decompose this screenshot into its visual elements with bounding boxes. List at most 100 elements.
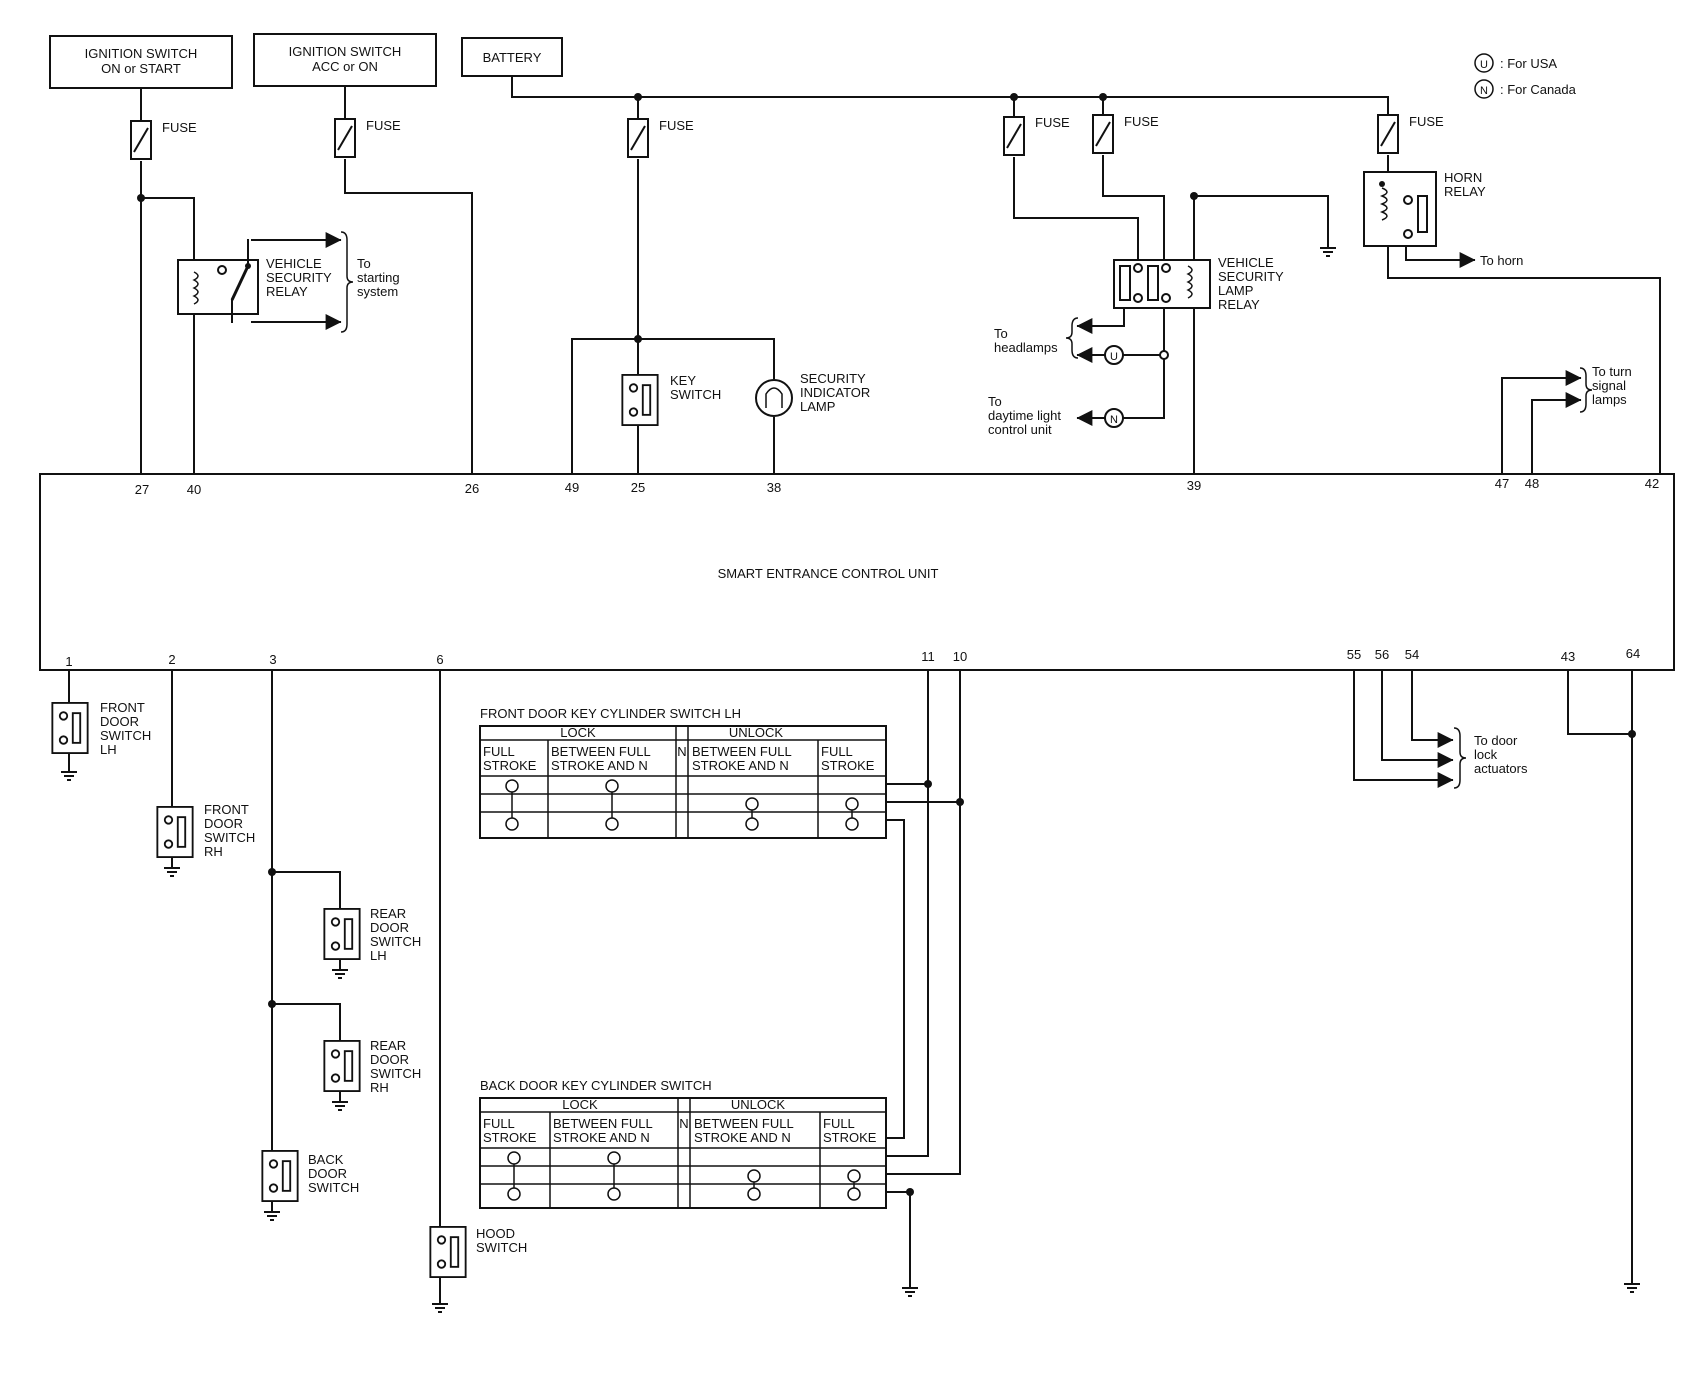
fdslh-2: DOOR [100, 714, 139, 729]
bds-3: SWITCH [308, 1180, 359, 1195]
vslr-line1: VEHICLE [1218, 255, 1274, 270]
daytime-line2: daytime light [988, 408, 1061, 423]
turn-line2: signal [1592, 378, 1626, 393]
front-n: N [677, 744, 686, 759]
front-c4-1: FULL [821, 744, 853, 759]
vehicle-security-lamp-relay: VEHICLE SECURITY LAMP RELAY [1113, 255, 1284, 312]
pin-48: 48 [1525, 476, 1539, 491]
door-lock-output: To door lock actuators [1453, 727, 1528, 789]
ground-icon [331, 1101, 349, 1111]
fuse-label-3: FUSE [659, 118, 694, 133]
fuse-icon [627, 118, 649, 158]
headlamps-line1: To [994, 326, 1008, 341]
fuses: FUSE FUSE FUSE FUSE FUSE FUSE [130, 114, 1444, 160]
pin-54: 54 [1405, 647, 1419, 662]
fuse-label-4: FUSE [1035, 115, 1070, 130]
wires-bottom [68, 669, 1633, 1305]
starting-line2: starting [357, 270, 400, 285]
back-c3-1: BETWEEN FULL [694, 1116, 794, 1131]
door-switch-icon [323, 1039, 361, 1093]
rdslh-1: REAR [370, 906, 406, 921]
junctions-bottom [268, 730, 1636, 1196]
front-key-cylinder-table: FRONT DOOR KEY CYLINDER SWITCH LH LOCK U… [479, 706, 887, 839]
door-lock-line3: actuators [1474, 761, 1528, 776]
horn-relay: HORN RELAY To horn [1363, 170, 1523, 268]
horn-relay-line2: RELAY [1444, 184, 1486, 199]
front-table-title: FRONT DOOR KEY CYLINDER SWITCH LH [480, 706, 741, 721]
front-door-switch-rh: FRONT DOOR SWITCH RH [156, 802, 255, 859]
headlamps-line2: headlamps [994, 340, 1058, 355]
ign-acc-on-line2: ACC or ON [312, 59, 378, 74]
ground-icon [1623, 1283, 1641, 1293]
rdslh-4: LH [370, 948, 387, 963]
rear-door-switch-lh: REAR DOOR SWITCH LH [323, 906, 421, 963]
fuse-icon [130, 120, 152, 160]
front-c2-2: STROKE AND N [551, 758, 648, 773]
back-c1-2: STROKE [483, 1130, 537, 1145]
pin-2: 2 [168, 652, 175, 667]
lamp-outputs: To headlamps U N To daytime light contro… [988, 317, 1169, 437]
sil-line2: INDICATOR [800, 385, 870, 400]
rdslh-2: DOOR [370, 920, 409, 935]
grounds-bottom [60, 771, 1641, 1313]
rdsrh-4: RH [370, 1080, 389, 1095]
arrows-top [251, 232, 1582, 408]
ground-lamp-relay [1319, 247, 1337, 257]
door-switch-icon [261, 1149, 299, 1203]
pin-11: 11 [921, 649, 935, 664]
ign-acc-on-line1: IGNITION SWITCH [289, 44, 402, 59]
vsr-line1: VEHICLE [266, 256, 322, 271]
pin-56: 56 [1375, 647, 1389, 662]
hood-switch-icon [429, 1225, 467, 1279]
n-marker: N [1110, 414, 1118, 426]
key-switch-line2: SWITCH [670, 387, 721, 402]
legend-canada-symbol: N [1480, 85, 1488, 97]
door-lock-line1: To door [1474, 733, 1518, 748]
bds-1: BACK [308, 1152, 344, 1167]
security-indicator-lamp: SECURITY INDICATOR LAMP [755, 371, 870, 417]
ground-icon [60, 771, 78, 781]
back-key-cylinder-table: BACK DOOR KEY CYLINDER SWITCH LOCK UNLOC… [479, 1078, 887, 1209]
sil-line3: LAMP [800, 399, 835, 414]
pin-64: 64 [1626, 646, 1640, 661]
front-c1-1: FULL [483, 744, 515, 759]
control-unit-name: SMART ENTRANCE CONTROL UNIT [718, 566, 939, 581]
ground-icon [331, 969, 349, 979]
fuse-label-1: FUSE [162, 120, 197, 135]
back-n: N [679, 1116, 688, 1131]
fuse-label-5: FUSE [1124, 114, 1159, 129]
pin-27: 27 [135, 482, 149, 497]
pin-1: 1 [65, 654, 72, 669]
ground-icon [901, 1287, 919, 1297]
bds-2: DOOR [308, 1166, 347, 1181]
back-c4-2: STROKE [823, 1130, 877, 1145]
battery-box: BATTERY [461, 37, 563, 77]
pin-39: 39 [1187, 478, 1201, 493]
ignition-acc-on-box: IGNITION SWITCH ACC or ON [253, 33, 437, 87]
back-c2-2: STROKE AND N [553, 1130, 650, 1145]
starting-line3: system [357, 284, 398, 299]
fuse-icon [1377, 114, 1399, 154]
hood-switch: HOOD SWITCH [429, 1225, 527, 1279]
arrows-bottom [1353, 732, 1454, 788]
pin-38: 38 [767, 480, 781, 495]
fdslh-1: FRONT [100, 700, 145, 715]
fuse-label-2: FUSE [366, 118, 401, 133]
key-switch-icon [621, 373, 659, 427]
rdslh-3: SWITCH [370, 934, 421, 949]
fdslh-3: SWITCH [100, 728, 151, 743]
legend-canada-text: : For Canada [1500, 82, 1577, 97]
pin-6: 6 [436, 652, 443, 667]
ign-on-start-line2: ON or START [101, 61, 181, 76]
ground-icon [431, 1303, 449, 1313]
vsr-line2: SECURITY [266, 270, 332, 285]
sil-line1: SECURITY [800, 371, 866, 386]
vehicle-security-relay: VEHICLE SECURITY RELAY To starting syste… [177, 231, 400, 333]
back-c1-1: FULL [483, 1116, 515, 1131]
legend-usa-text: : For USA [1500, 56, 1557, 71]
rdsrh-2: DOOR [370, 1052, 409, 1067]
pin-25: 25 [631, 480, 645, 495]
door-lock-line2: lock [1474, 747, 1498, 762]
fdsrh-2: DOOR [204, 816, 243, 831]
legend: U : For USA N : For Canada [1474, 53, 1577, 99]
